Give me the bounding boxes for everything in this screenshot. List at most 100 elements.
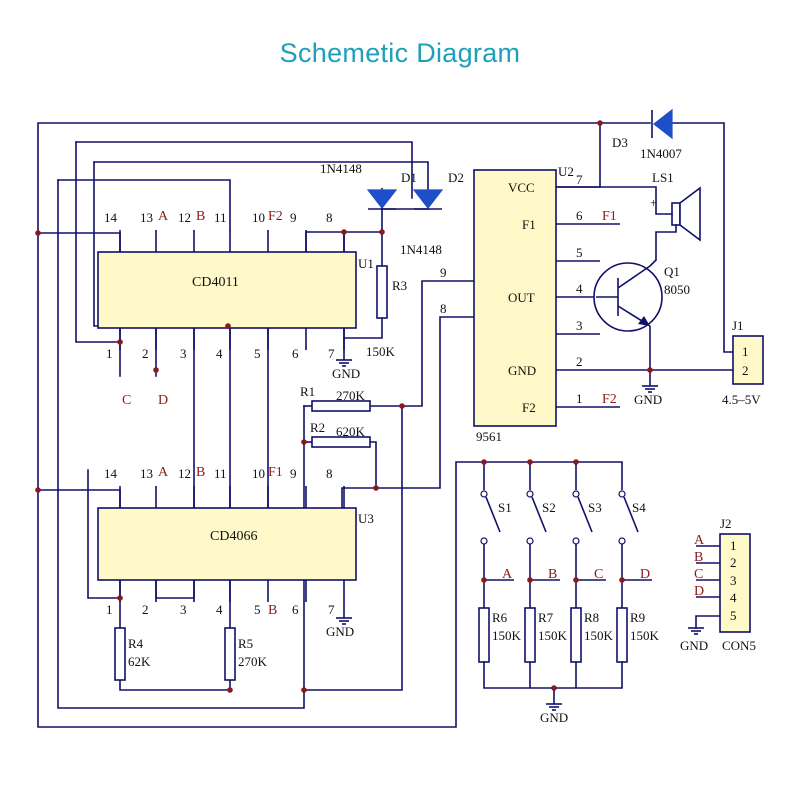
u2-pin-out: OUT: [508, 290, 535, 305]
u2-chip: 9561 U2 VCC F1 OUT GND F2 7 6 5 4 3 2 1 …: [440, 164, 733, 444]
u1-label-a: A: [158, 209, 169, 224]
j2-pin-5: 5: [730, 608, 737, 623]
u2-out-f1: F1: [602, 209, 617, 224]
u3-name: CD4066: [210, 529, 257, 544]
j2-ref: J2: [720, 516, 732, 531]
switch-gnd-label: GND: [540, 710, 568, 725]
connector-j1: J1 1 2 4.5–5V: [722, 318, 764, 407]
s4-ref: S4: [632, 500, 646, 515]
u1-out-d: D: [158, 393, 168, 408]
j2-gnd-label: GND: [680, 638, 708, 653]
s4-out: D: [640, 567, 650, 582]
u1-chip: CD4011 U1 14 13 12 11 10 9 8 A B F2 1 2 …: [97, 209, 374, 408]
u3-pin-5: 5: [254, 602, 261, 617]
q1-ref: Q1: [664, 264, 680, 279]
r6-ref: R6: [492, 610, 508, 625]
u2-num-4: 4: [576, 281, 583, 296]
j2-signal-b: B: [694, 550, 703, 565]
u3-label-a: A: [158, 465, 169, 480]
u3-pin-8: 8: [326, 466, 333, 481]
r7-ref: R7: [538, 610, 554, 625]
u3-pin-14: 14: [104, 466, 118, 481]
r9-ref: R9: [630, 610, 645, 625]
u1-label-b: B: [196, 209, 205, 224]
r8-value: 150K: [584, 628, 614, 643]
u1-pin-9: 9: [290, 210, 297, 225]
u2-pin9-label: 9: [440, 265, 447, 280]
u2-pin-f1: F1: [522, 217, 536, 232]
resistor-r1: R1 270K: [300, 384, 371, 412]
u3-pin-7: 7: [328, 602, 335, 617]
d3-ref: D3: [612, 135, 628, 150]
u3-pin-4: 4: [216, 602, 223, 617]
u2-pin-vcc: VCC: [508, 180, 535, 195]
u2-pin-gnd: GND: [508, 363, 536, 378]
u3-label-b: B: [196, 465, 205, 480]
u3-gnd-label: GND: [326, 624, 354, 639]
diode-part-top: 1N4148: [320, 161, 362, 176]
page-title: Schemetic Diagram: [279, 38, 521, 68]
r2-ref: R2: [310, 420, 325, 435]
u3-label-f1: F1: [268, 465, 283, 480]
u2-name: 9561: [476, 429, 502, 444]
r1-value: 270K: [336, 388, 366, 403]
u2-num-7: 7: [576, 172, 583, 187]
u1-pin-6: 6: [292, 346, 299, 361]
resistor-r2: R2 620K: [310, 420, 371, 448]
diode-d3: D3 1N4007: [612, 108, 682, 161]
u3-pin-3: 3: [180, 602, 187, 617]
u2-out-f2: F2: [602, 392, 617, 407]
s3-out: C: [594, 567, 603, 582]
u1-ref: U1: [358, 256, 374, 271]
s2-ref: S2: [542, 500, 556, 515]
u1-name: CD4011: [192, 275, 239, 290]
j1-pin-1: 1: [742, 344, 749, 359]
u1-pin-5: 5: [254, 346, 261, 361]
r9-value: 150K: [630, 628, 660, 643]
u3-pin-1: 1: [106, 602, 113, 617]
u3-pin-11: 11: [214, 466, 227, 481]
u1-pin-10: 10: [252, 210, 265, 225]
junction-dots: [35, 120, 653, 693]
u1-pin-7: 7: [328, 346, 335, 361]
r6-value: 150K: [492, 628, 522, 643]
d2-ref: D2: [448, 170, 464, 185]
u3-ref: U3: [358, 511, 374, 526]
transistor-q1: Q1 8050: [593, 259, 690, 370]
j1-voltage: 4.5–5V: [722, 392, 761, 407]
switch-bank: S1 A S2 B S3 C S4 D R6 150K R: [478, 462, 660, 725]
j2-pin-3: 3: [730, 573, 737, 588]
u1-pin-2: 2: [142, 346, 149, 361]
s1-ref: S1: [498, 500, 512, 515]
diode-d2: D2: [412, 170, 464, 210]
u3-pin-6: 6: [292, 602, 299, 617]
u1-pin-8: 8: [326, 210, 333, 225]
j1-ref: J1: [732, 318, 744, 333]
u1-out-c: C: [122, 393, 131, 408]
u3-pin-2: 2: [142, 602, 149, 617]
u3-chip: CD4066 U3 14 13 12 11 10 9 8 A B F1 1 2 …: [97, 465, 374, 639]
u2-ref: U2: [558, 164, 574, 179]
j2-part: CON5: [722, 638, 756, 653]
resistor-r5: R5 270K: [224, 627, 268, 681]
r5-ref: R5: [238, 636, 253, 651]
r7-value: 150K: [538, 628, 568, 643]
u3-pin-13: 13: [140, 466, 153, 481]
j2-signal-d: D: [694, 584, 704, 599]
r5-value: 270K: [238, 654, 268, 669]
u1-pin-4: 4: [216, 346, 223, 361]
s2-out: B: [548, 567, 557, 582]
j2-pin-1: 1: [730, 538, 737, 553]
u2-num-6: 6: [576, 208, 583, 223]
u1-gnd-label: GND: [332, 366, 360, 381]
connector-j2: J2 1 2 3 4 5 A B C D GND CON5: [680, 516, 756, 653]
r1-ref: R1: [300, 384, 315, 399]
speaker-ls1: LS1 +: [599, 170, 701, 261]
r4-value: 62K: [128, 654, 151, 669]
u2-num-3: 3: [576, 318, 583, 333]
u1-pin-13: 13: [140, 210, 153, 225]
u3-pin-12: 12: [178, 466, 191, 481]
u2-pin8-label: 8: [440, 301, 447, 316]
r2-value: 620K: [336, 424, 366, 439]
